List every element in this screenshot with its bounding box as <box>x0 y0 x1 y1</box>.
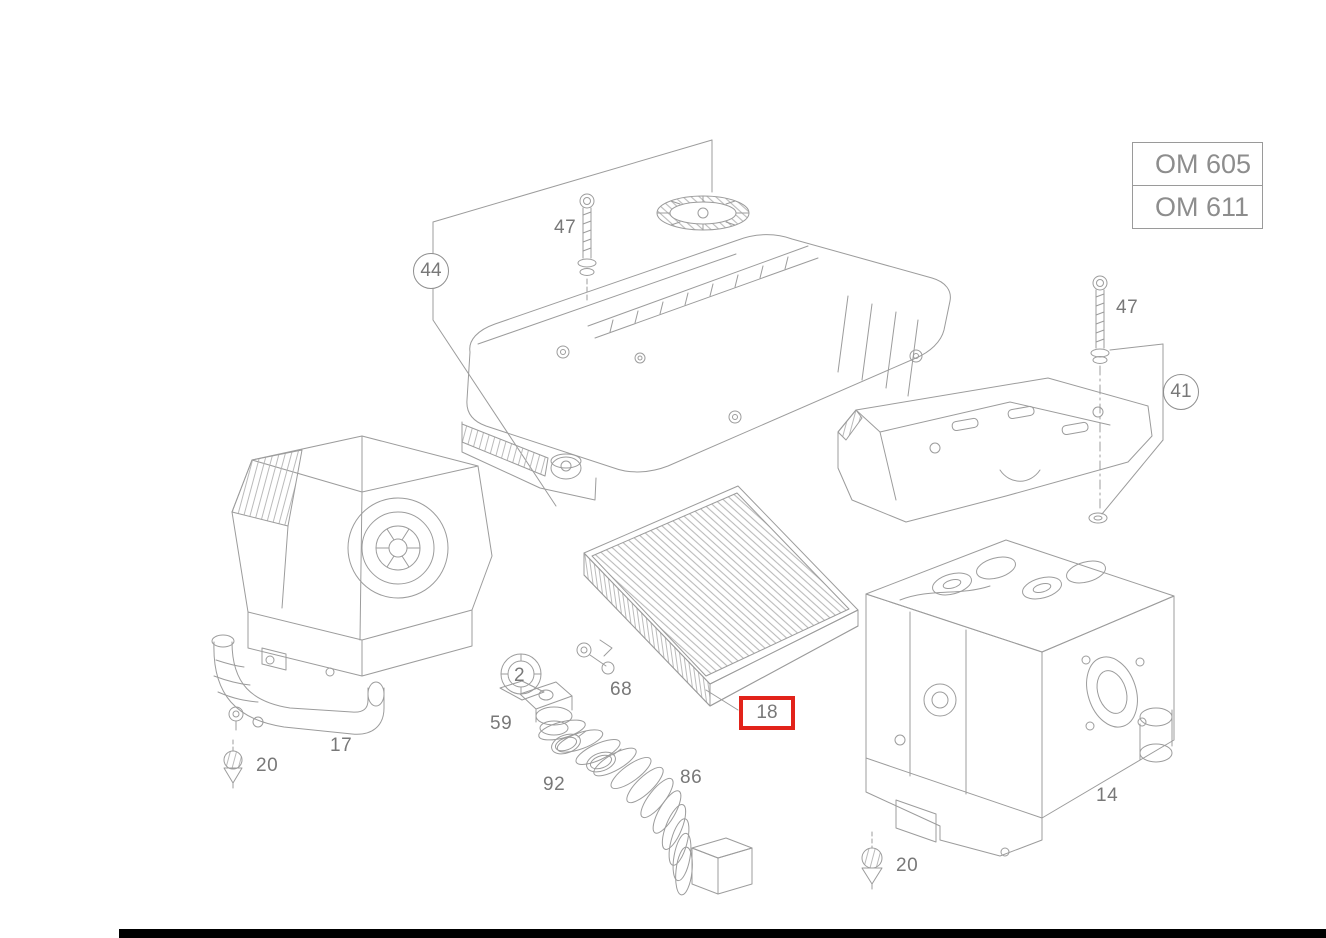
engine-block-drawing <box>865 539 1175 857</box>
engine-code-om605[interactable]: OM 605 <box>1132 142 1263 186</box>
callout-47-top[interactable]: 47 <box>554 217 577 238</box>
callout-17[interactable]: 17 <box>330 735 353 756</box>
callout-41-circle[interactable]: 41 <box>1163 374 1199 410</box>
bolt-47-top-drawing <box>577 193 597 301</box>
heat-shield-drawing <box>837 377 1153 523</box>
callout-20-right[interactable]: 20 <box>896 855 919 876</box>
bottom-bar <box>119 929 1326 938</box>
leader-lines-41 <box>1101 343 1164 515</box>
callout-92[interactable]: 92 <box>543 774 566 795</box>
drain-valve-right-drawing <box>861 831 883 890</box>
engine-code-om611[interactable]: OM 611 <box>1132 185 1263 229</box>
corrugated-hose-drawing <box>538 719 753 896</box>
air-cleaner-housing-drawing <box>211 435 493 735</box>
callout-44-circle[interactable]: 44 <box>413 253 449 289</box>
intake-elbow-drawing <box>211 634 385 735</box>
clamps-92-drawing <box>551 730 622 773</box>
bolt-47-right-drawing <box>1088 275 1110 524</box>
callout-20-left[interactable]: 20 <box>256 755 279 776</box>
leader-lines-44 <box>432 139 713 507</box>
callout-59[interactable]: 59 <box>490 713 513 734</box>
sensor-68-drawing <box>576 639 615 675</box>
callout-14[interactable]: 14 <box>1096 785 1119 806</box>
callout-18-highlighted[interactable]: 18 <box>739 696 795 730</box>
air-filter-element-drawing <box>583 485 859 711</box>
leader-line-18 <box>705 689 739 711</box>
flange-59-drawing <box>519 681 573 736</box>
callout-68[interactable]: 68 <box>610 679 633 700</box>
callout-47-right[interactable]: 47 <box>1116 297 1139 318</box>
drain-valve-left-drawing <box>223 739 243 789</box>
callout-2[interactable]: 2 <box>514 665 526 686</box>
callout-86[interactable]: 86 <box>680 767 703 788</box>
engine-cover-drawing <box>461 195 951 501</box>
